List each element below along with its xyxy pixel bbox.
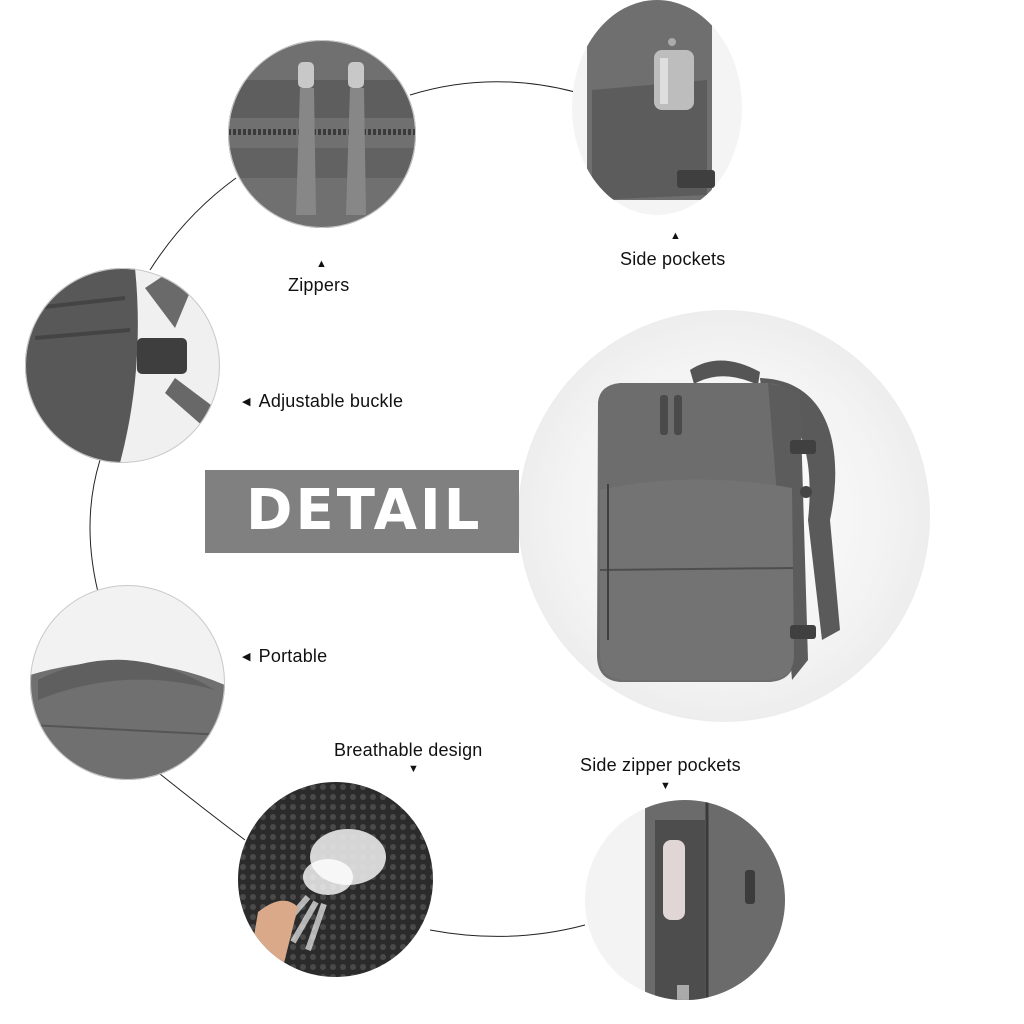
breathable-design-label: Breathable design — [334, 740, 483, 760]
detail-banner — [205, 470, 519, 553]
breathable-design-arrow-icon: ▼ — [408, 763, 419, 775]
side-pockets-label: Side pockets — [620, 249, 726, 269]
side-pockets-arrow-icon: ▲ — [670, 230, 681, 242]
portable-text: Portable — [258, 646, 328, 666]
zippers-label: Zippers — [288, 275, 350, 295]
detail-title: DETAIL — [246, 478, 483, 543]
portable-label: ◀ Portable — [242, 646, 327, 667]
buckle-closeup — [25, 268, 220, 463]
portable-arrow-icon: ◀ — [242, 651, 251, 663]
side-zipper-pockets-arrow-icon: ▼ — [660, 780, 671, 792]
zipper-closeup — [228, 40, 416, 228]
handle-closeup — [30, 585, 225, 780]
adjustable-buckle-arrow-icon: ◀ — [242, 396, 251, 408]
side-zipper-pockets-label: Side zipper pockets — [580, 755, 741, 775]
side-pocket-closeup — [572, 0, 742, 215]
mesh-closeup — [238, 782, 433, 977]
zippers-arrow-icon: ▲ — [316, 258, 327, 270]
adjustable-buckle-text: Adjustable buckle — [258, 391, 404, 411]
adjustable-buckle-label: ◀ Adjustable buckle — [242, 391, 403, 412]
side-zipper-pocket-closeup — [585, 800, 785, 1000]
